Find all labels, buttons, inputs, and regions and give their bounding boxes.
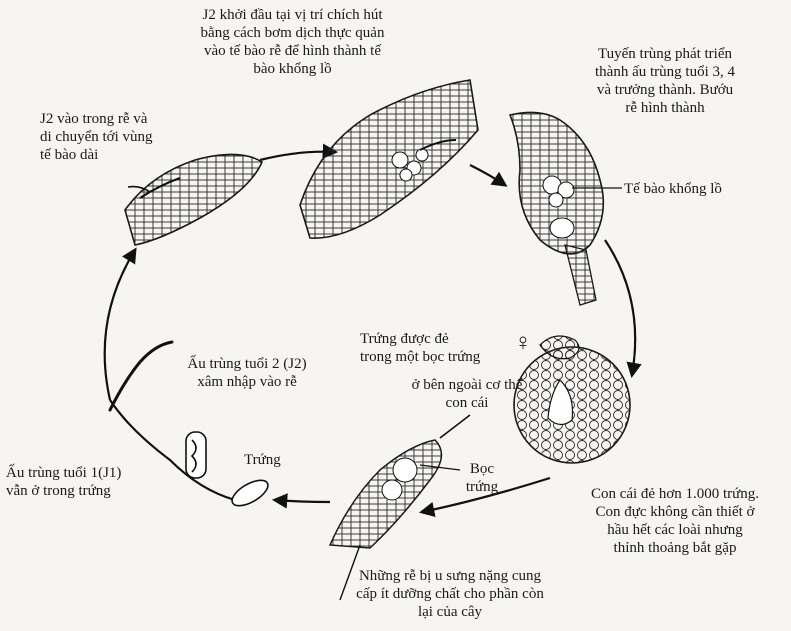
label-egg-sac: Trứng được đẻ trong một bọc trứng: [360, 331, 481, 365]
label-egg: Trứng: [244, 452, 281, 468]
label-j2-feeding: J2 khởi đầu tại vị trí chích hút bằng cá…: [200, 7, 385, 77]
label-j2-invade: Ấu trùng tuổi 2 (J2) xâm nhập vào rễ: [187, 356, 307, 390]
egg-illustration: [231, 479, 269, 507]
label-swollen-roots: Những rễ bị u sưng nặng cung cấp ít dưỡn…: [356, 568, 544, 620]
arrow-roots-to-egg: [271, 493, 331, 509]
gall-with-giant-cells-illustration: [508, 111, 622, 306]
arrow-egg-to-j1: [109, 399, 236, 502]
label-develop-adult: Tuyến trùng phát triển thành ấu trùng tu…: [595, 46, 735, 116]
arrow-female-to-roots: [418, 476, 551, 518]
swollen-roots-illustration: [328, 414, 471, 601]
j2-larva-illustration: [108, 340, 174, 412]
label-giant-cell: Tế bào khổng lồ: [624, 181, 722, 197]
female-symbol: ♀: [514, 330, 532, 356]
label-egg-case: Bọc trứng: [465, 461, 499, 495]
label-outside-female: ở bên ngoài cơ thể con cái: [411, 377, 523, 411]
label-j1: Ấu trùng tuổi 1(J1) vẫn ở trong trứng: [6, 465, 122, 499]
arrow-develop-to-female: [604, 239, 642, 379]
root-with-j2-illustration: [124, 153, 264, 246]
female-with-egg-mass-illustration: [513, 335, 631, 464]
cycle-arrows: [103, 143, 642, 518]
arrow-feeding-to-develop: [469, 164, 508, 187]
label-j2-enter-root: J2 vào trong rễ và di chuyển tới vùng tế…: [40, 111, 153, 163]
label-female-eggs: Con cái đẻ hơn 1.000 trứng. Con đực khôn…: [590, 486, 760, 556]
egg-with-j1-illustration: [185, 431, 207, 479]
arrow-left-up: [103, 247, 137, 401]
feeding-site-illustration: [299, 79, 479, 239]
